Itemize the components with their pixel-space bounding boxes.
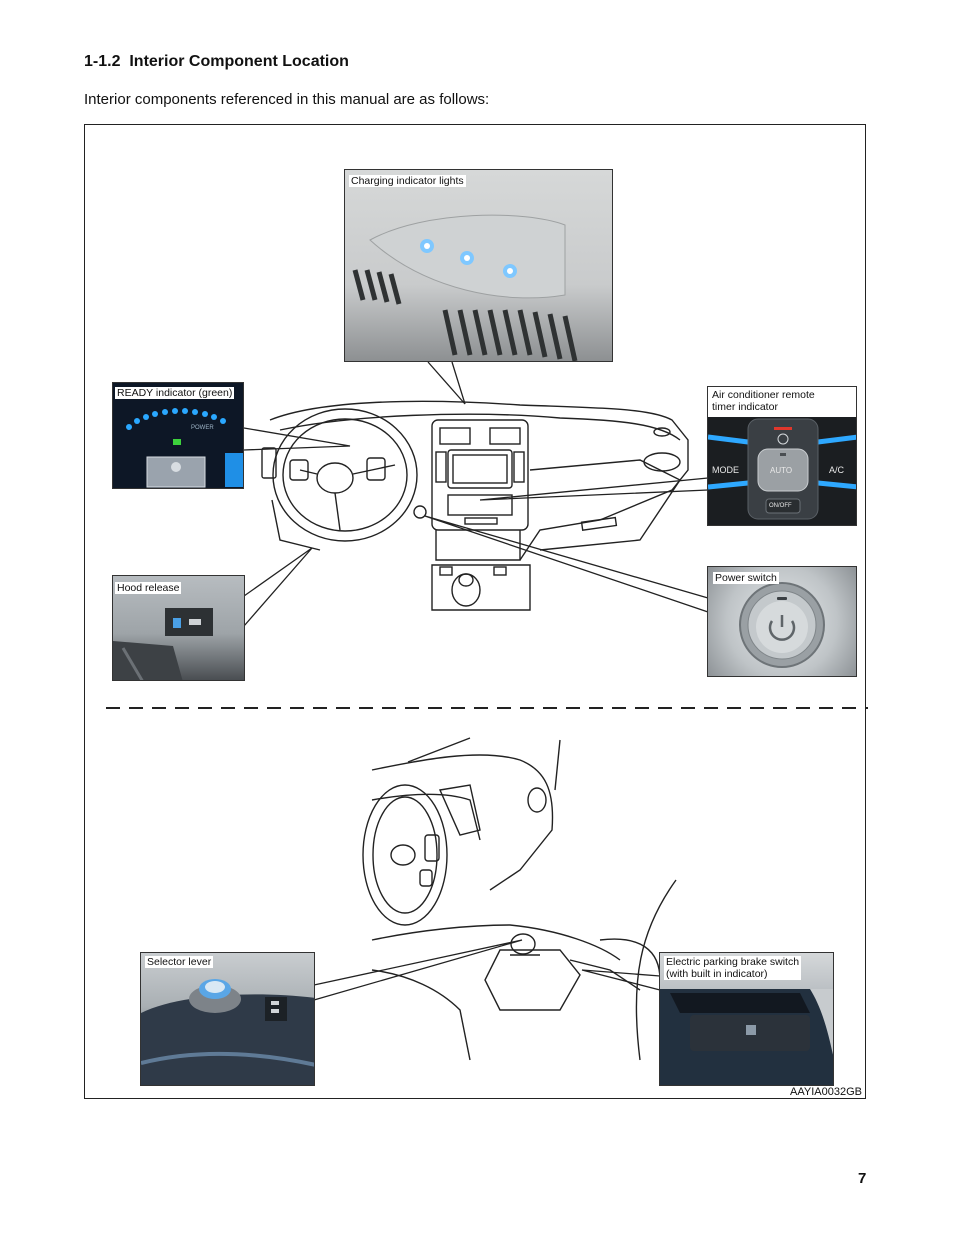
- auto-button-text: AUTO: [770, 466, 793, 475]
- ac-timer-photo: MODE AUTO A/C ON/OFF Air conditioner rem…: [707, 386, 857, 526]
- page-number: 7: [858, 1170, 867, 1187]
- intro-text: Interior components referenced in this m…: [84, 91, 490, 108]
- ready-indicator-photo: POWER READY indicator (green): [112, 382, 244, 489]
- parking-brake-photo: Electric parking brake switch (with buil…: [659, 952, 834, 1086]
- parking-brake-label: Electric parking brake switch (with buil…: [664, 956, 802, 980]
- ac-timer-label: Air conditioner remote timer indicator: [708, 387, 856, 417]
- power-switch-photo: Power switch: [707, 566, 857, 677]
- ready-power-word: POWER: [191, 425, 214, 431]
- charging-indicator-photo: Charging indicator lights: [344, 169, 613, 362]
- hood-release-label: Hood release: [115, 582, 182, 594]
- interior-diagram-frame: [84, 124, 866, 1099]
- hood-release-photo: Hood release: [112, 575, 245, 681]
- section-number: 1-1.2: [84, 53, 121, 70]
- selector-lever-label: Selector lever: [145, 956, 214, 968]
- onoff-button-text: ON/OFF: [769, 503, 792, 509]
- charging-indicator-label: Charging indicator lights: [349, 175, 466, 187]
- figure-code: AAYIA0032GB: [790, 1086, 862, 1098]
- ac-button-text: A/C: [829, 465, 845, 475]
- ready-indicator-label: READY indicator (green): [115, 387, 235, 399]
- section-heading: 1-1.2 Interior Component Location: [84, 53, 349, 71]
- mode-button-text: MODE: [712, 465, 739, 475]
- selector-lever-photo: Selector lever: [140, 952, 315, 1086]
- section-title: Interior Component Location: [129, 53, 349, 70]
- power-switch-label: Power switch: [713, 572, 779, 584]
